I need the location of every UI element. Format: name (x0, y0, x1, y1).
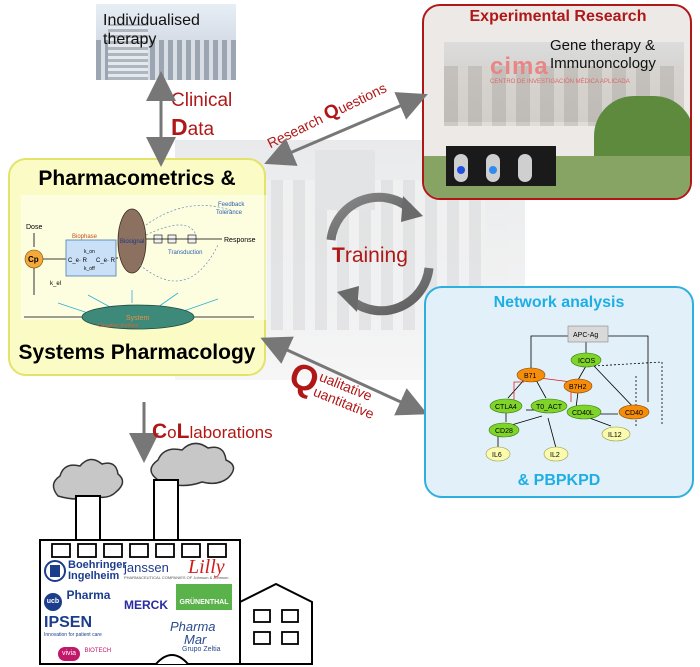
network-analysis-panel (424, 286, 694, 498)
response-label: Response (224, 237, 256, 244)
circadian-label: Circadian rhythms (98, 323, 139, 329)
pkpd-model-diagram: Dose Cp Biophase C_e· R C_e· R k_on k_of… (21, 195, 267, 330)
network-graph: APC-Ag ICOS B71 B7H2 CTLA4 T0_ACT CD40L … (485, 325, 663, 462)
biophase-label: Biophase (72, 234, 98, 240)
node-il2-label: IL2 (550, 452, 560, 459)
system-label: System (126, 315, 150, 322)
biophase-box (65, 239, 117, 277)
network-analysis-title: Network analysis (493, 294, 625, 311)
gene-therapy-label: Gene therapy & Immunoncology (550, 37, 656, 72)
node-cd40-label: CD40 (625, 410, 643, 417)
node-il12 (601, 426, 631, 442)
node-t0-act-label: T0_ACT (536, 404, 563, 411)
node-b71 (516, 367, 546, 383)
system-ellipse (81, 304, 195, 330)
pharmacometrics-title: Pharmacometrics & (38, 167, 236, 190)
node-b7h2 (563, 378, 593, 394)
node-cd40l (566, 404, 602, 420)
imaging-panel (446, 146, 556, 186)
transduction-label: Transduction (168, 250, 202, 256)
pharma-mar-logo: Pharma Mar Grupo Zeltia (170, 619, 221, 653)
node-b71-label: B71 (524, 373, 537, 380)
systems-pharmacology-title: Systems Pharmacology (18, 341, 256, 364)
crc-label: C_e· R (68, 258, 88, 264)
node-b7h2-label: B7H2 (569, 384, 587, 391)
qualitative-arrow (260, 336, 428, 416)
node-t0-act (530, 398, 568, 414)
training-cycle (326, 192, 434, 316)
node-il6-label: IL6 (492, 452, 502, 459)
node-cd28 (488, 422, 520, 438)
individualised-therapy-label: Individualised therapy (103, 12, 200, 48)
janssen-logo: janssen PHARMACEUTICAL COMPANIES OF John… (124, 560, 229, 580)
node-icos-label: ICOS (578, 358, 595, 365)
ucb-logo: ucb Pharma (44, 588, 110, 611)
node-il12-label: IL12 (608, 432, 622, 439)
node-ctla4 (489, 398, 523, 414)
lilly-logo: Lilly (188, 556, 225, 578)
node-il6 (485, 446, 511, 462)
node-cd40l-label: CD40L (572, 410, 594, 417)
node-il2 (543, 446, 569, 462)
dose-label: Dose (26, 224, 42, 231)
training-label: Training (332, 244, 408, 267)
kon-label: k_on (84, 249, 95, 255)
cima-subtitle: CENTRO DE INVESTIGACIÓN MÉDICA APLICADA (490, 79, 630, 85)
node-ctla4-label: CTLA4 (495, 404, 517, 411)
factory-outline (39, 442, 313, 665)
cima-logo: cima (490, 53, 549, 80)
tolerance-label: Tolerance (216, 210, 243, 216)
koff-label: k_off (84, 266, 95, 272)
biosignal-label: Biosignal (120, 239, 144, 245)
vivia-logo: vivia BIOTECH (58, 642, 111, 661)
node-cd28-label: CD28 (495, 428, 513, 435)
experimental-research-title: Experimental Research (469, 8, 647, 25)
grunenthal-logo: GRÜNENTHAL (176, 584, 232, 610)
node-apc-ag-label: APC-Ag (573, 332, 598, 339)
ce-label: C_e· R (96, 258, 116, 264)
experimental-research-panel (422, 4, 692, 200)
research-questions-arrow (264, 92, 428, 166)
node-icos (570, 352, 602, 368)
node-apc-ag (567, 325, 609, 343)
boehringer-icon (44, 560, 66, 582)
feedback-label: Feedback (218, 202, 245, 208)
kel-label: k_el (50, 281, 61, 287)
ipsen-logo: IPSEN Innovation for patient care (44, 614, 102, 638)
node-cd40 (618, 404, 650, 420)
biosignal-ellipse (117, 208, 147, 274)
merck-logo: MERCK (124, 598, 168, 612)
pbpkpd-label: & PBPKPD (517, 472, 601, 489)
cp-label: Cp (28, 255, 39, 264)
collaborations-label: CoLlaborations (152, 420, 273, 443)
